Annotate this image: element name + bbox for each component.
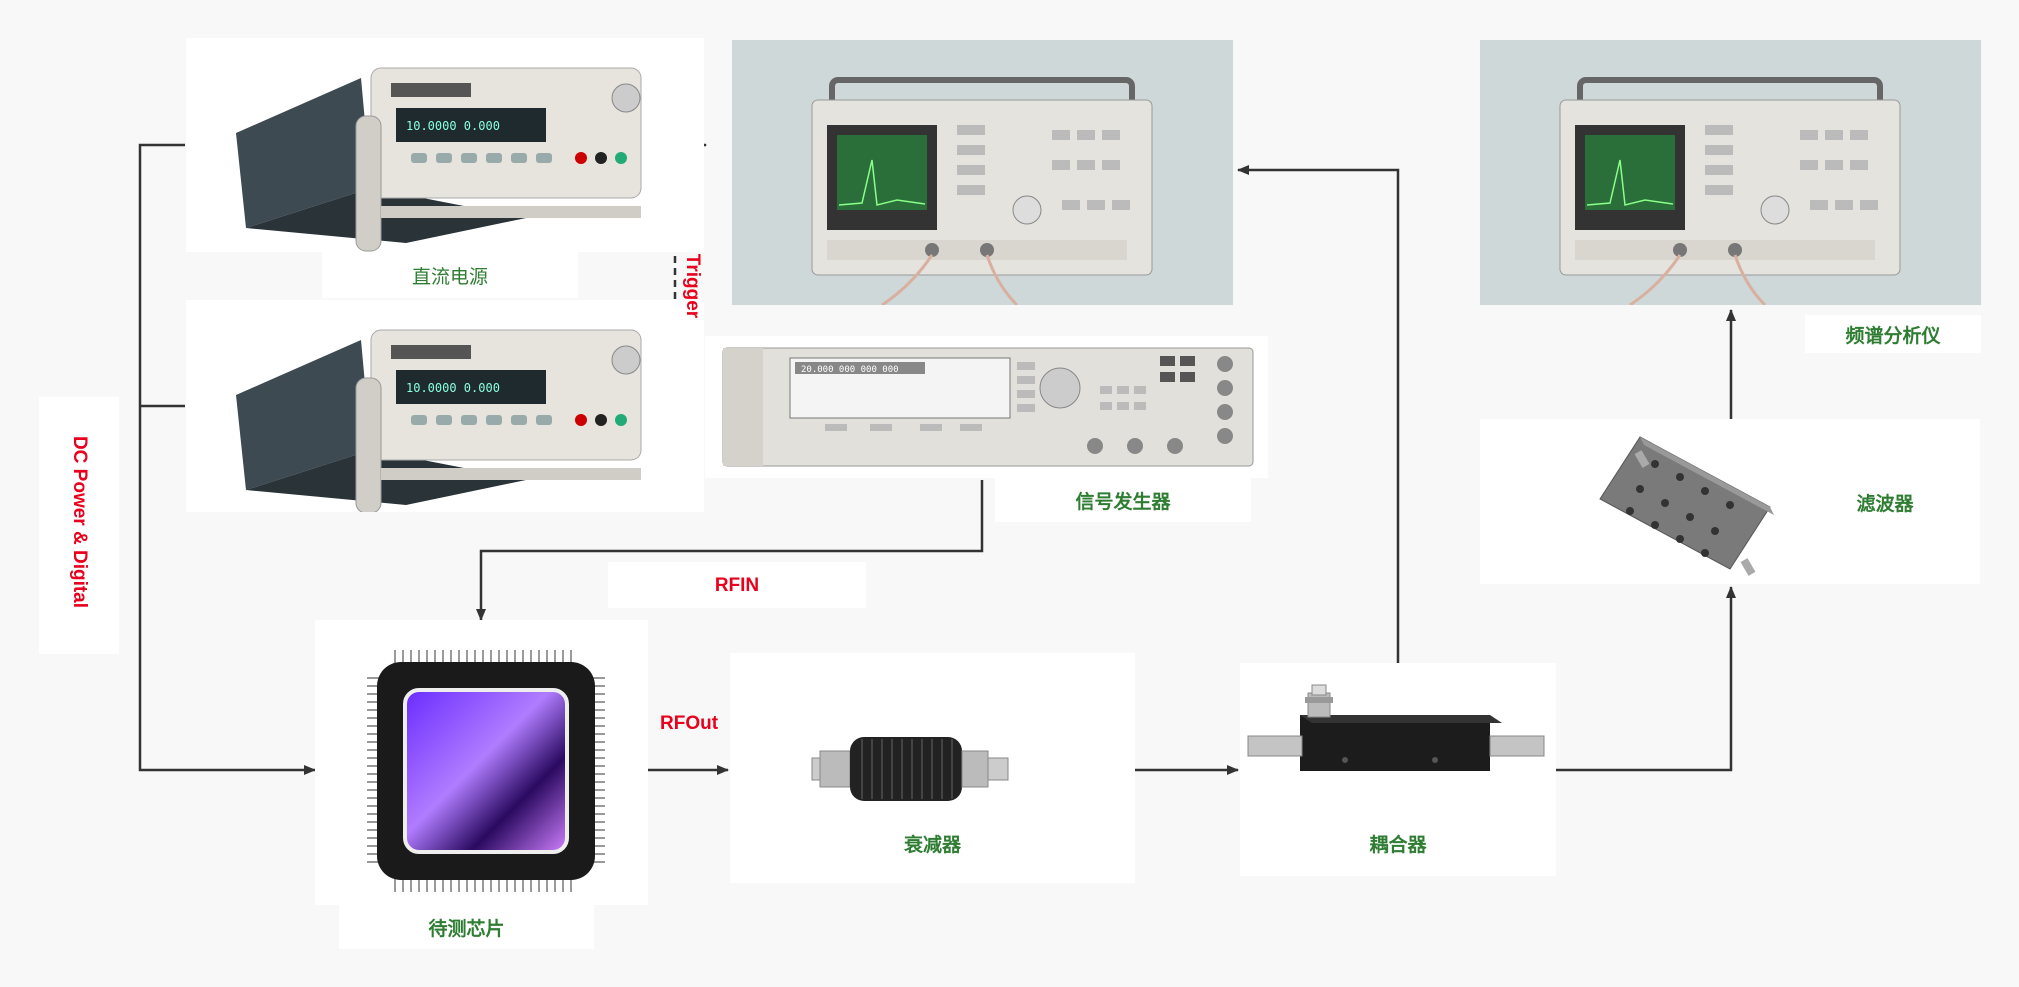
filter-label: 滤波器 bbox=[1825, 482, 1945, 522]
coupler-panel: 耦合器 bbox=[1240, 663, 1556, 876]
dc-power-supply-label: 直流电源 bbox=[322, 252, 578, 298]
attenuator-icon bbox=[811, 737, 1009, 801]
rfin-line bbox=[476, 480, 984, 621]
dc-power-digital-label: DC Power & Digital bbox=[69, 435, 90, 609]
spectrum-analyzer-icon bbox=[1480, 40, 1981, 305]
dut-chip-panel bbox=[315, 620, 648, 905]
signal-generator-icon: 20.000 000 000 000 bbox=[722, 347, 1254, 467]
chip-icon bbox=[367, 650, 605, 892]
dc-power-supply-panel-1: 10.0000 0.000 bbox=[186, 38, 704, 252]
coupler-label: 耦合器 bbox=[1240, 823, 1556, 863]
rfout-label: RFOut bbox=[660, 713, 719, 734]
spectrum-analyzer-panel-2 bbox=[1480, 40, 1981, 305]
filter-icon bbox=[1599, 436, 1774, 576]
spectrum-analyzer-icon bbox=[732, 40, 1233, 305]
power-supply-icon: 10.0000 0.000 bbox=[236, 67, 642, 252]
dut-chip-label: 待测芯片 bbox=[339, 905, 594, 949]
spectrum-analyzer-panel-1 bbox=[732, 40, 1233, 305]
attenuator-panel: 衰减器 bbox=[730, 653, 1135, 883]
dc-power-supply-panel-2: 10.0000 0.000 bbox=[186, 300, 704, 512]
dc-power-digital-box: DC Power & Digital bbox=[39, 397, 119, 654]
coupler-sa-line bbox=[1237, 165, 1400, 663]
svg-text:10.0000 0.000: 10.0000 0.000 bbox=[406, 119, 500, 133]
rfin-label: RFIN bbox=[714, 575, 760, 596]
coupler-filter-line bbox=[1556, 586, 1736, 772]
power-supply-icon: 10.0000 0.000 bbox=[236, 329, 642, 512]
filter-panel: 滤波器 bbox=[1480, 419, 1980, 584]
svg-text:20.000 000 000 000: 20.000 000 000 000 bbox=[801, 365, 899, 375]
trigger-label: Trigger bbox=[682, 253, 703, 319]
coupler-icon bbox=[1247, 684, 1545, 771]
rfin-box: RFIN bbox=[608, 562, 866, 608]
spectrum-analyzer-label: 频谱分析仪 bbox=[1805, 315, 1981, 353]
signal-generator-label: 信号发生器 bbox=[995, 478, 1251, 522]
svg-text:10.0000 0.000: 10.0000 0.000 bbox=[406, 381, 500, 395]
signal-generator-panel: 20.000 000 000 000 bbox=[705, 336, 1268, 478]
attenuator-label: 衰减器 bbox=[730, 823, 1135, 863]
dc-power-line bbox=[138, 143, 316, 775]
